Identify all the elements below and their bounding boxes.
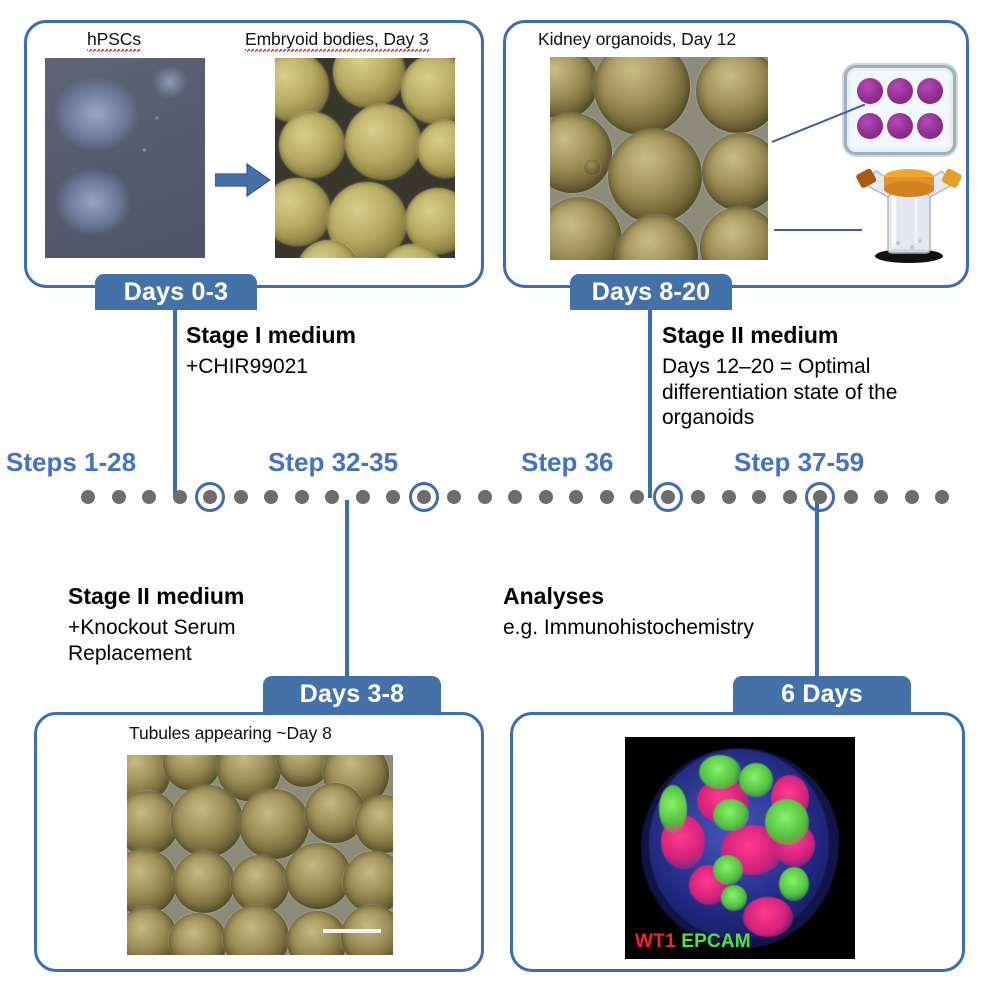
timeline-step-marker[interactable] — [195, 482, 225, 512]
annotation-analyses: Analyses e.g. Immunohistochemistry — [503, 583, 823, 641]
analyses-line-1: e.g. Immunohistochemistry — [503, 616, 754, 640]
stage-2-top-title: Stage II medium — [662, 322, 839, 348]
annotation-stage-2-bottom: Stage II medium +Knockout Serum Replacem… — [68, 583, 358, 666]
micrograph-hpscs — [45, 58, 205, 258]
panel-top-left: hPSCs Embryoid bodies, Day 3 — [24, 20, 484, 288]
connector-days0-3 — [173, 308, 177, 498]
step-label-37-59: Step 37-59 — [734, 447, 865, 477]
timeline-step-marker[interactable] — [408, 482, 439, 512]
timeline-dot — [477, 490, 492, 504]
stage-2-top-line-1: Days 12–20 = Optimal — [662, 355, 871, 379]
timeline-dot — [447, 490, 461, 504]
stage-2-bottom-title: Stage II medium — [68, 583, 245, 609]
badge-days-0-3: Days 0-3 — [95, 274, 257, 310]
timeline-dot — [325, 490, 339, 504]
timeline-dot — [630, 490, 644, 504]
panel-bottom-right: WT1 EPCAM — [510, 712, 965, 972]
stage-2-top-line-3: organoids — [662, 406, 755, 430]
timeline-dot — [904, 490, 919, 504]
timeline-dot — [294, 490, 309, 504]
timeline-dot — [874, 490, 888, 504]
micrograph-embryoid-bodies — [275, 58, 455, 258]
timeline-dot — [142, 490, 156, 504]
caption-hpscs: hPSCs — [87, 29, 141, 52]
step-label-32-35: Step 32-35 — [268, 447, 399, 477]
timeline-dot — [233, 490, 248, 504]
connector-days3-8 — [345, 500, 349, 704]
badge-days-8-20: Days 8-20 — [570, 274, 732, 310]
protocol-timeline — [0, 480, 996, 514]
caption-embryoid-bodies: Embryoid bodies, Day 3 — [245, 29, 429, 52]
stage-2-top-line-2: differentiation state of the — [662, 380, 898, 404]
panel-top-right: Kidney organoids, Day 12 — [503, 20, 969, 288]
timeline-dot — [691, 490, 705, 504]
micrograph-immunofluorescence: WT1 EPCAM — [625, 737, 855, 959]
timeline-dot — [599, 490, 614, 504]
connector-6days — [815, 500, 819, 704]
stage-2-bottom-line-1: +Knockout Serum — [68, 616, 236, 640]
legend-epcam: EPCAM — [681, 931, 751, 952]
right-arrow-icon — [215, 163, 271, 197]
micrograph-kidney-organoids — [550, 57, 768, 260]
micrograph-tubules — [127, 755, 393, 955]
analyses-title: Analyses — [503, 583, 605, 609]
timeline-dot — [538, 490, 553, 504]
timeline-dot — [752, 490, 766, 504]
timeline-step-marker[interactable] — [652, 482, 683, 512]
step-label-36: Step 36 — [521, 447, 614, 477]
timeline-dot — [935, 490, 949, 504]
connector-days8-20 — [648, 308, 652, 498]
caption-tubules: Tubules appearing ~Day 8 — [129, 723, 332, 743]
timeline-dot — [172, 490, 187, 504]
annotation-stage-2-top: Stage II medium Days 12–20 = Optimal dif… — [662, 322, 962, 431]
stage-1-line-1: +CHIR99021 — [186, 355, 308, 379]
spinner-flask-icon — [856, 168, 962, 263]
badge-days-3-8: Days 3-8 — [263, 676, 441, 712]
immunofluorescence-legend: WT1 EPCAM — [635, 931, 751, 953]
stage-2-bottom-line-2: Replacement — [68, 641, 192, 665]
timeline-dot — [264, 490, 278, 504]
6-well-plate-icon — [844, 65, 956, 155]
caption-kidney-organoids: Kidney organoids, Day 12 — [538, 29, 737, 49]
timeline-dot — [843, 490, 858, 504]
timeline-dot — [81, 490, 95, 504]
stage-1-title: Stage I medium — [186, 322, 356, 348]
timeline-dot — [721, 490, 736, 504]
leader-line-flask — [774, 229, 862, 231]
panel-bottom-left: Tubules appearing ~Day 8 — [34, 712, 484, 972]
step-label-1-28: Steps 1-28 — [6, 447, 137, 477]
timeline-dot — [508, 490, 522, 504]
timeline-dot — [111, 490, 126, 504]
timeline-dot — [355, 490, 370, 504]
timeline-step-marker[interactable] — [805, 482, 835, 512]
badge-6-days: 6 Days — [733, 676, 911, 712]
timeline-dot — [569, 490, 583, 504]
timeline-dot — [386, 490, 400, 504]
legend-wt1: WT1 — [635, 931, 676, 952]
scale-bar — [323, 929, 381, 933]
timeline-dot — [782, 490, 797, 504]
annotation-stage-1: Stage I medium +CHIR99021 — [186, 322, 356, 380]
